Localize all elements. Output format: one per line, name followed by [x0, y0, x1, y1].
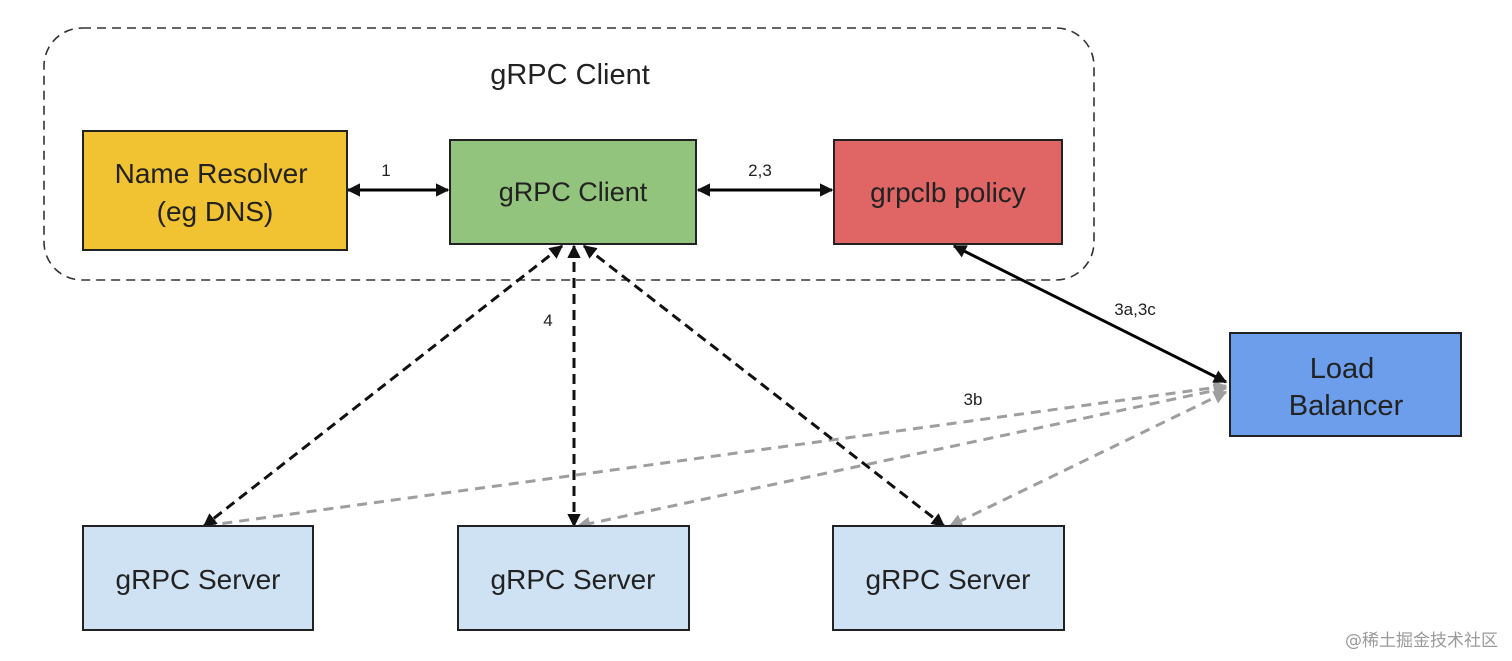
grpc-server-node-2: gRPC Server	[457, 525, 690, 631]
edge-label-policy-lb: 3a,3c	[1114, 300, 1156, 319]
grpc-server-label-1: gRPC Server	[116, 564, 281, 595]
edge-lb-server-2	[576, 383, 1228, 531]
name-resolver-box	[82, 130, 348, 251]
grpc-client-node: gRPC Client	[449, 139, 697, 245]
edge-client-server-1	[202, 244, 564, 528]
solid-edges	[346, 183, 1228, 384]
name-resolver-node: Name Resolver (eg DNS)	[82, 130, 348, 251]
grpc-server-node-3: gRPC Server	[832, 525, 1065, 631]
client-server-edges	[202, 244, 946, 528]
load-balancer-node: Load Balancer	[1229, 332, 1462, 437]
edge-client-server-3	[582, 244, 946, 528]
edge-lb-server-3	[948, 390, 1228, 528]
load-balancer-label-line-1: Load	[1310, 353, 1375, 385]
grpc-server-box-2	[457, 525, 690, 631]
grpc-server-box-1	[82, 525, 314, 631]
client-group-title: gRPC Client	[490, 59, 650, 91]
grpclb-policy-label: grpclb policy	[870, 177, 1026, 208]
svg-text:Name Resolver (eg DNS): Name Resolver (eg DNS)	[115, 158, 316, 227]
grpc-server-label-3: gRPC Server	[866, 564, 1031, 595]
grpclb-policy-box	[833, 139, 1063, 245]
load-balancer-label-line-2: Balancer	[1289, 390, 1404, 422]
grpclb-policy-node: grpclb policy	[833, 139, 1063, 245]
edge-label-client-servers: 4	[543, 311, 552, 330]
grpc-server-box-3	[832, 525, 1065, 631]
grpc-server-node-1: gRPC Server	[82, 525, 314, 631]
edge-label-client-policy: 2,3	[748, 161, 772, 180]
edge-label-lb-servers: 3b	[964, 390, 983, 409]
name-resolver-label-line-1: Name Resolver	[115, 158, 308, 189]
edge-label-resolver-client: 1	[381, 161, 390, 180]
grpc-client-box	[449, 139, 697, 245]
svg-text:Load Balancer: Load Balancer	[1289, 353, 1404, 422]
name-resolver-label-line-2: (eg DNS)	[157, 196, 274, 227]
edge-policy-lb	[952, 244, 1228, 384]
watermark-text: @稀土掘金技术社区	[1345, 631, 1498, 651]
grpc-server-label-2: gRPC Server	[491, 564, 656, 595]
grpc-client-label: gRPC Client	[499, 177, 648, 207]
load-balancer-box	[1229, 332, 1462, 437]
